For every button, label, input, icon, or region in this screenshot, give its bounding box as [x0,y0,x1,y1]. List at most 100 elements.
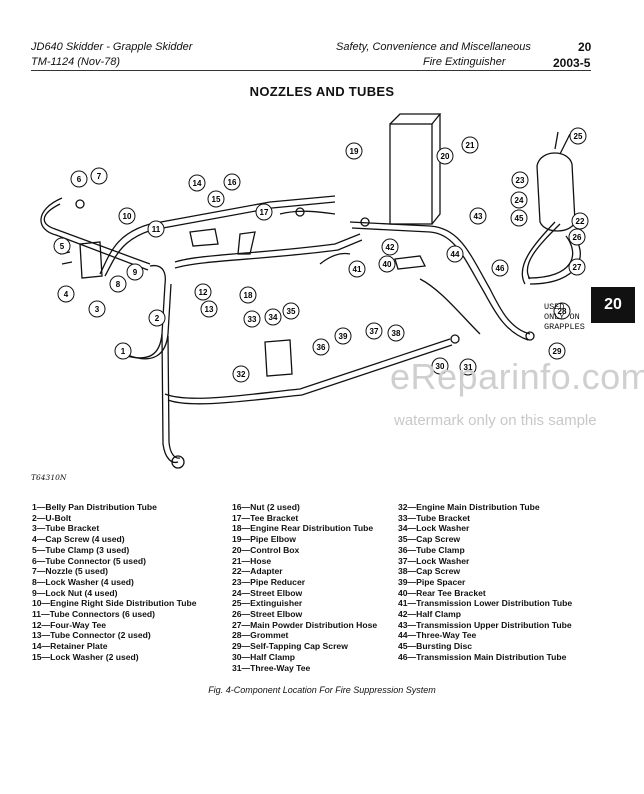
callout-circle [243,310,261,328]
callout-circle [109,275,127,293]
callout-circle [510,209,528,227]
callout-number: 33 [248,315,257,324]
callout-number: 40 [383,260,392,269]
part-item: 26—Street Elbow [232,609,303,620]
callout-number: 25 [574,132,583,141]
used-only-note: USED ONLY ON GRAPPLES [544,302,585,332]
callout-number: 30 [436,362,445,371]
callout-circle [200,300,218,318]
callout-circle [188,174,206,192]
used-note-line: USED [544,302,565,312]
callout-number: 4 [64,290,69,299]
part-item: 38—Cap Screw [398,566,461,577]
callout-circle [571,212,589,230]
part-item: 6—Tube Connector (5 used) [32,555,146,566]
part-item: 25—Extinguisher [232,598,303,609]
callout-number: 16 [228,178,237,187]
callout-number: 7 [97,172,102,181]
header-page-sub: 2003-5 [553,56,591,70]
callout-circle [194,283,212,301]
part-item: 4—Cap Screw (4 used) [32,534,125,545]
callout-circle [431,357,449,375]
callout-circle [90,167,108,185]
callout-circle [548,342,566,360]
callout-circle [436,147,454,165]
callout-circle [207,190,225,208]
callout-circle [57,285,75,303]
callout-number: 36 [317,343,326,352]
part-item: 42—Half Clamp [398,609,462,620]
callout-number: 11 [152,225,161,234]
callout-circle [568,228,586,246]
callout-circle [378,255,396,273]
callout-circle [365,322,383,340]
part-item: 43—Transmission Upper Distribution Tube [398,619,572,630]
callout-circle [491,259,509,277]
part-item: 20—Control Box [232,544,300,555]
part-item: 2—U-Bolt [32,512,72,523]
callout-number: 10 [123,212,132,221]
part-item: 45—Bursting Disc [398,641,473,652]
callout-circle [469,207,487,225]
callout-number: 44 [451,250,460,259]
callout-number: 45 [515,214,524,223]
callout-number: 8 [116,280,121,289]
callout-number: 26 [573,233,582,242]
callout-circle [53,237,71,255]
callout-number: 1 [121,347,126,356]
callout-number: 35 [287,307,296,316]
callout-circle [345,142,363,160]
callout-circle [239,286,257,304]
callout-number: 5 [60,242,65,251]
callout-number: 6 [77,175,82,184]
callout-circle [223,173,241,191]
callout-circle [282,302,300,320]
figure-caption: Fig. 4-Component Location For Fire Suppr… [208,685,436,695]
callout-circle [511,171,529,189]
part-item: 3—Tube Bracket [32,523,100,534]
page-title: NOZZLES AND TUBES [249,84,395,99]
part-item: 5—Tube Clamp (3 used) [32,544,130,555]
callout-circle [264,308,282,326]
part-item: 35—Cap Screw [398,534,461,545]
callout-number: 18 [244,291,253,300]
header-manual-title: JD640 Skidder - Grapple Skidder [31,41,193,53]
callout-circle [381,238,399,256]
part-item: 37—Lock Washer [398,555,470,566]
part-item: 15—Lock Washer (2 used) [32,651,139,662]
part-item: 18—Engine Rear Distribution Tube [232,523,374,534]
callout-number: 14 [193,179,202,188]
callout-circle [126,263,144,281]
callout-circle [568,258,586,276]
part-item: 11—Tube Connectors (6 used) [32,609,156,620]
callout-circle [114,342,132,360]
callout-circle [118,207,136,225]
header-subsection: Fire Extinguisher [423,56,506,68]
watermark-sub: watermark only on this sample [394,412,597,429]
part-item: 17—Tee Bracket [232,512,299,523]
callout-circle [255,203,273,221]
part-item: 23—Pipe Reducer [232,576,306,587]
callout-circle [147,220,165,238]
part-item: 31—Three-Way Tee [232,662,311,673]
part-item: 30—Half Clamp [232,651,296,662]
header-rule [31,70,591,71]
part-item: 16—Nut (2 used) [232,502,300,512]
part-item: 29—Self-Tapping Cap Screw [232,641,348,652]
part-item: 24—Street Elbow [232,587,303,598]
callout-number: 39 [339,332,348,341]
watermark-main: eReparinfo.com [390,356,644,397]
part-item: 40—Rear Tee Bracket [398,587,486,598]
used-note-line: ONLY ON [544,312,580,322]
part-item: 39—Pipe Spacer [398,576,466,587]
callout-circle [348,260,366,278]
used-note-line: GRAPPLES [544,322,585,332]
callout-number: 37 [370,327,379,336]
callout-number: 3 [95,305,100,314]
part-item: 10—Engine Right Side Distribution Tube [32,598,197,609]
callout-number: 29 [553,347,562,356]
